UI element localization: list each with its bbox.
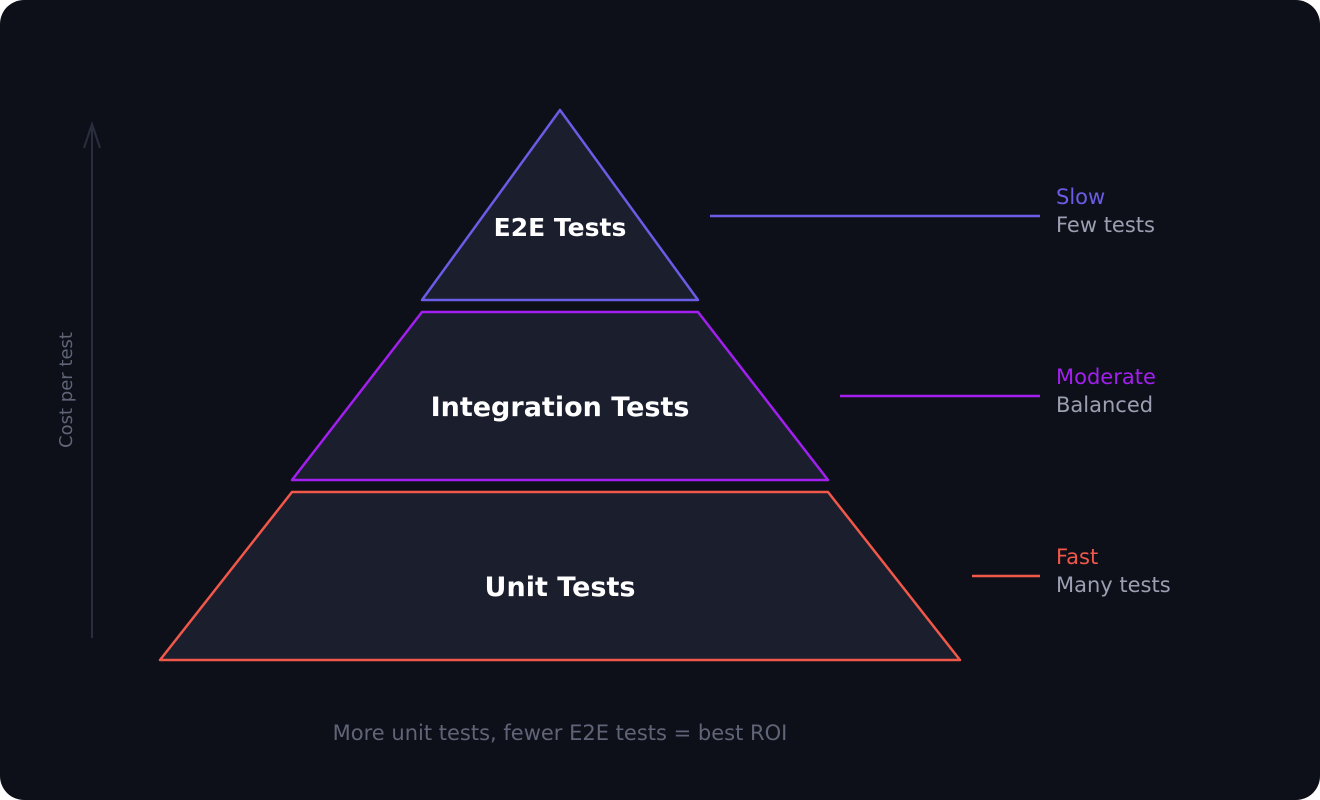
tier-unit-label: Unit Tests — [485, 572, 636, 603]
tier-e2e-shape — [420, 108, 700, 302]
tier-unit-volume: Many tests — [1056, 573, 1171, 597]
tier-integration-speed: Moderate — [1056, 365, 1156, 389]
tier-e2e-speed: Slow — [1056, 185, 1105, 209]
tier-integration-volume: Balanced — [1056, 393, 1153, 417]
tier-unit-shape — [158, 490, 962, 662]
arrow-up-icon — [83, 120, 101, 149]
cost-axis: Cost per test — [56, 120, 101, 638]
tier-e2e-label: E2E Tests — [494, 213, 627, 242]
tier-integration: Integration Tests Moderate Balanced — [290, 310, 1156, 482]
tier-integration-label: Integration Tests — [431, 392, 690, 423]
tier-e2e-volume: Few tests — [1056, 213, 1155, 237]
tier-unit: Unit Tests Fast Many tests — [158, 490, 1171, 662]
footer-caption: More unit tests, fewer E2E tests = best … — [333, 721, 788, 745]
tier-e2e: E2E Tests Slow Few tests — [420, 108, 1155, 302]
cost-axis-label: Cost per test — [56, 332, 77, 448]
tier-integration-shape — [290, 310, 830, 482]
tier-unit-speed: Fast — [1056, 545, 1098, 569]
